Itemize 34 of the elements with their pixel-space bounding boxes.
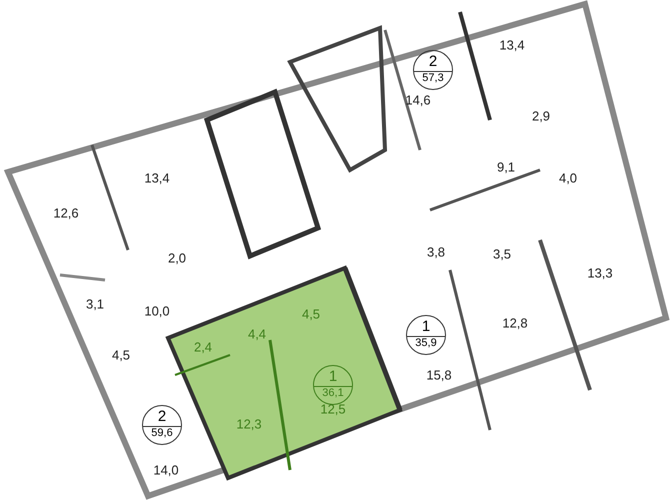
apartment-area: 36,1: [314, 388, 352, 399]
room-area: 14,0: [153, 464, 179, 476]
room-area: 2,4: [194, 340, 212, 354]
apartment-badge: [142, 405, 182, 445]
apartment-area: 59,6: [143, 428, 181, 439]
room-area: 4,5: [302, 308, 320, 320]
room-count: 2: [156, 409, 168, 424]
room-area: 4,4: [248, 328, 266, 340]
room-count: 1: [328, 369, 338, 384]
apartment-area: 35,9: [407, 338, 445, 349]
apartment-badge: [406, 315, 446, 355]
room-area: 15,8: [426, 368, 452, 382]
room-area: 3,8: [426, 246, 446, 258]
room-area: 12,5: [320, 402, 346, 416]
room-count: 2: [428, 54, 438, 69]
apartment-badge: [413, 50, 453, 90]
room-count: 1: [420, 319, 432, 334]
room-area: 3,5: [492, 248, 512, 260]
apartment-badge: [313, 365, 353, 405]
room-area: 9,1: [496, 160, 516, 174]
room-area: 2,9: [532, 110, 550, 122]
room-area: 12,8: [502, 316, 528, 330]
room-area: 10,0: [144, 304, 170, 318]
room-area: 12,6: [53, 206, 79, 220]
room-area: 14,6: [405, 94, 431, 106]
room-area: 13,4: [144, 172, 170, 184]
apartment-area: 57,3: [414, 73, 452, 84]
room-area: 13,3: [587, 266, 613, 280]
room-area: 4,0: [558, 172, 578, 184]
room-area: 2,0: [168, 252, 186, 264]
room-area: 4,5: [112, 348, 130, 362]
room-area: 12,3: [236, 418, 262, 430]
room-area: 13,4: [499, 38, 525, 52]
room-area: 3,1: [86, 298, 104, 310]
